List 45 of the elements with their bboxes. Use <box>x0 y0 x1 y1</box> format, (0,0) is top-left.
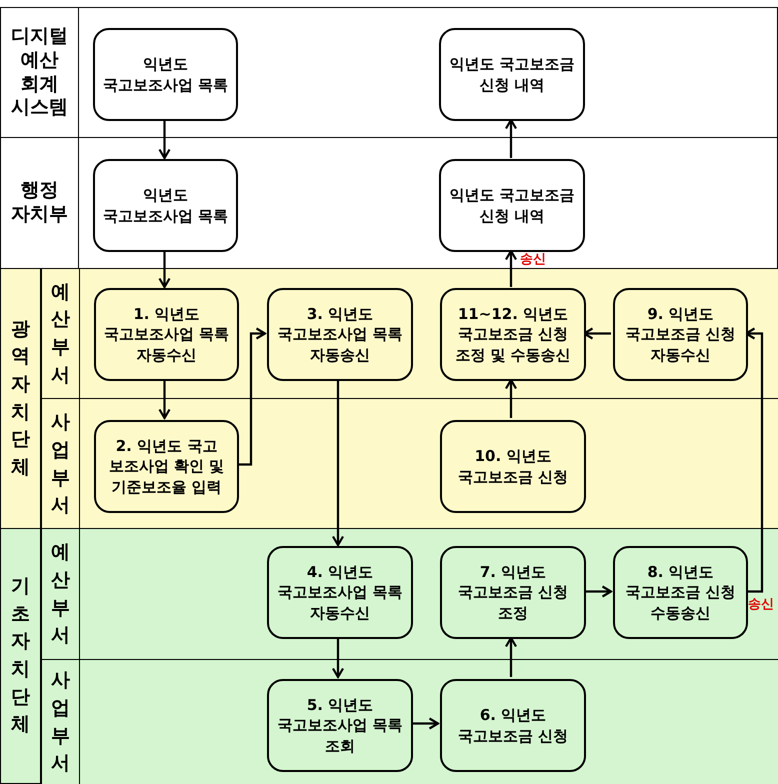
process-box: 7. 익년도 국고보조금 신청 조정 <box>440 546 586 639</box>
swimlane-band <box>41 659 778 784</box>
process-box: 5. 익년도 국고보조사업 목록 조회 <box>267 679 413 772</box>
process-box: 9. 익년도 국고보조금 신청 자동수신 <box>613 288 748 381</box>
arrow <box>504 636 518 677</box>
process-box: 10. 익년도 국고보조금 신청 <box>440 420 586 513</box>
swimlane-band <box>41 269 778 399</box>
process-box: 익년도 국고보조금 신청 내역 <box>439 159 585 252</box>
swimlane-band <box>0 7 778 138</box>
lane-label: 디지털 예산 회계 시스템 <box>10 25 69 120</box>
swimlane-band <box>0 528 778 784</box>
edge-label: 송신 <box>747 596 775 612</box>
swimlane-band <box>41 529 778 660</box>
process-box: 익년도 국고보조금 신청 내역 <box>439 28 585 121</box>
arrow <box>158 380 171 420</box>
swimlane-band <box>0 268 778 529</box>
process-box: 익년도 국고보조사업 목록 <box>93 159 238 252</box>
process-box: 11~12. 익년도 국고보조금 신청 조정 및 수동송신 <box>440 288 586 381</box>
process-box: 2. 익년도 국고 보조사업 확인 및 기준보조율 입력 <box>94 420 239 513</box>
swimlane-band <box>0 137 778 269</box>
arrow <box>332 380 344 546</box>
arrow <box>584 585 612 598</box>
process-box: 1. 익년도 국고보조사업 목록 자동수신 <box>94 288 239 381</box>
arrow <box>332 638 344 678</box>
process-box: 8. 익년도 국고보조금 신청 수동송신 <box>613 546 748 639</box>
process-box: 3. 익년도 국고보조사업 목록 자동송신 <box>267 288 413 381</box>
process-box: 익년도 국고보조사업 목록 <box>93 28 238 121</box>
lane-label: 사업부서 <box>50 410 71 518</box>
arrow <box>504 378 518 418</box>
arrow <box>411 717 440 730</box>
process-box: 6. 익년도 국고보조금 신청 <box>440 679 586 772</box>
arrow <box>504 118 518 158</box>
arrow <box>158 120 171 160</box>
arrow <box>158 251 171 288</box>
lane-label: 사업부서 <box>50 668 71 776</box>
lane-label: 기초자치단체 <box>10 574 31 738</box>
lane-label: 예산부서 <box>50 280 71 388</box>
lane-label: 행정 자치부 <box>10 179 69 227</box>
process-box: 4. 익년도 국고보조사업 목록 자동수신 <box>267 546 413 639</box>
lane-label: 광역자치단체 <box>10 316 31 480</box>
edge-label: 송신 <box>519 252 547 267</box>
arrow <box>504 250 518 287</box>
arrow <box>237 327 266 466</box>
swimlane-band <box>41 398 778 530</box>
lane-label: 예산부서 <box>50 540 71 648</box>
